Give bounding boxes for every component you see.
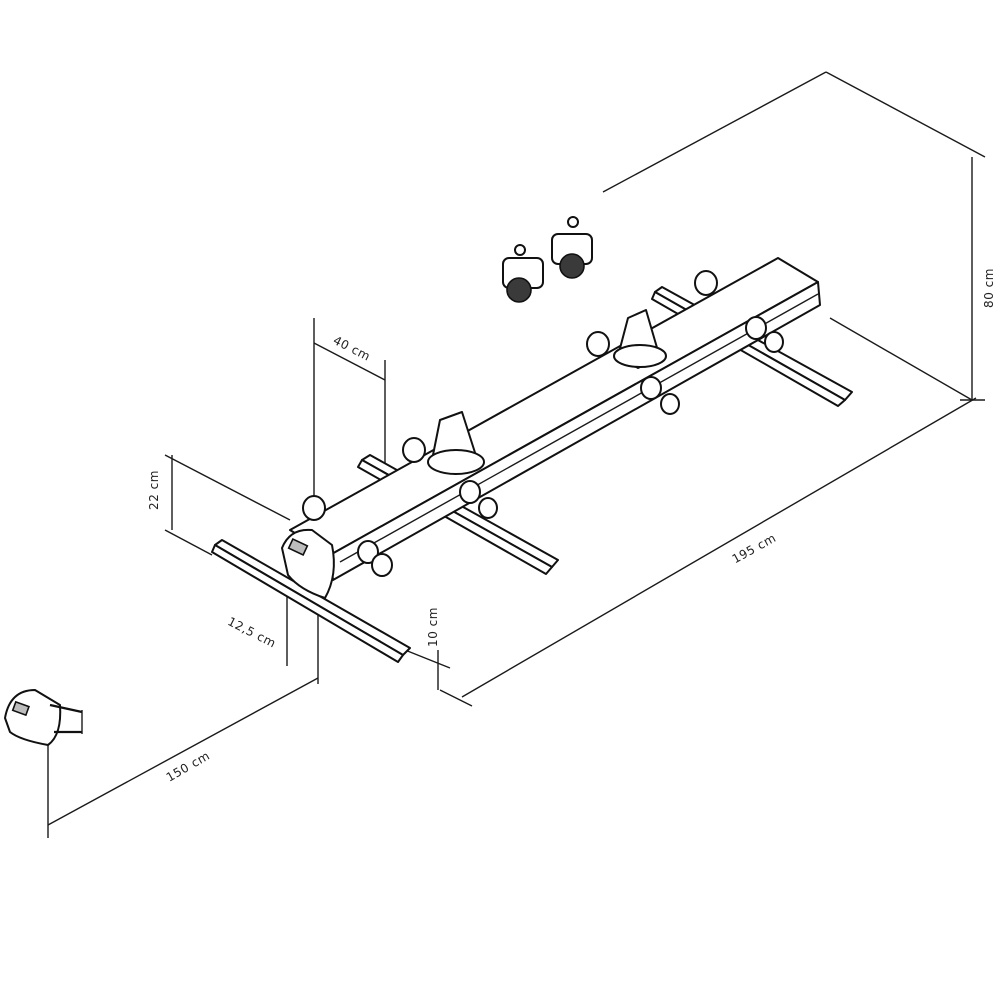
label-10cm: 10 cm	[426, 607, 440, 647]
label-40cm: 40 cm	[331, 333, 373, 364]
rear-tower	[613, 309, 667, 369]
frame-clamp-right	[551, 216, 593, 279]
end-cap-detail	[4, 689, 83, 746]
dimension-lines	[47, 71, 986, 838]
frame-clamp-left	[502, 244, 544, 303]
main-beam	[289, 257, 821, 581]
front-rail	[211, 539, 411, 663]
label-80cm: 80 cm	[982, 268, 996, 308]
front-tower	[427, 411, 485, 475]
label-22cm: 22 cm	[147, 470, 161, 510]
bike-arch	[445, 203, 647, 421]
knobs	[302, 270, 784, 577]
label-12-5cm: 12,5 cm	[225, 614, 278, 650]
label-150cm: 150 cm	[164, 748, 213, 784]
label-195cm: 195 cm	[730, 531, 779, 567]
front-end-cap	[281, 528, 335, 599]
